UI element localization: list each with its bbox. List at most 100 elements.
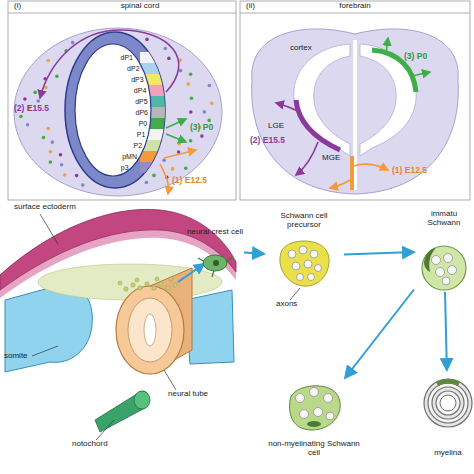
neural-crest-dots [166, 286, 170, 290]
migrating-cell-dot [63, 173, 67, 177]
non-myelinating-schwann-cell [307, 421, 321, 427]
migrating-cell-dot [60, 163, 64, 167]
schwann-cell-precursor [288, 246, 322, 281]
figure-label: spinal cord [121, 2, 160, 11]
migration-arrow [40, 30, 196, 194]
migrating-cell-dot [208, 84, 212, 88]
migration-arrow [296, 142, 318, 175]
cell-stage-node: myelina [422, 370, 474, 458]
migrating-cell-dot [59, 153, 63, 157]
non-myelinating-schwann-cell [296, 388, 335, 421]
neural-crest-dots [169, 277, 173, 281]
leader-line [32, 214, 300, 440]
cell-stage-node: non-myelinating Schwann cell [268, 378, 360, 458]
cell-stage-node: neural crest cell [186, 228, 244, 274]
non-myelinating-schwann-cell [290, 386, 341, 430]
progenitor-domain [140, 162, 170, 173]
myelinating-schwann-cell [436, 391, 460, 415]
non-myelinating-schwann-cell [300, 410, 309, 419]
forebrain-section [350, 156, 354, 190]
neural-crest-dots [173, 283, 177, 287]
progenitor-domain [140, 52, 170, 63]
cell-stage-label: myelina [434, 449, 462, 458]
migration-arrow [386, 38, 388, 54]
neural-crest-dots [131, 283, 135, 287]
figure-label: pMN [122, 153, 137, 161]
spinal-cord-section [14, 28, 222, 196]
neural-crest-dots [135, 278, 139, 282]
figure-label: (i) [14, 2, 21, 11]
progenitor-domain [140, 151, 170, 162]
forebrain-section [252, 29, 459, 194]
migrating-cell-dot [145, 181, 149, 185]
figure-label: dP3 [131, 76, 143, 84]
migrating-cell-dot [178, 142, 182, 146]
figure-label: dP2 [127, 65, 139, 73]
migrating-cell-dot [190, 96, 194, 100]
figure-label: (3) P0 [404, 52, 427, 61]
migration-arrow [354, 164, 388, 170]
figure-label: MGE [322, 154, 340, 163]
neural-crest-dots [118, 281, 122, 285]
figure-label: neural tube [168, 390, 208, 399]
cell-stage-node: immatu Schwann [414, 210, 474, 292]
leader-line [32, 346, 58, 356]
panel-frame [240, 1, 470, 200]
neural-crest-dots [152, 286, 156, 290]
figure-label: P0 [139, 120, 148, 128]
migration-arrow [164, 150, 196, 158]
schwann-cell-precursor [304, 260, 312, 268]
non-myelinating-schwann-cell [296, 394, 305, 403]
cell-stage-label: neural crest cell [187, 228, 243, 237]
leader-line [40, 214, 58, 244]
forebrain-section [353, 40, 357, 190]
schwann-cell-precursor [299, 246, 307, 254]
migrating-cell-dot [49, 150, 53, 154]
migrating-cell-dot [33, 91, 37, 95]
neural-crest-dots [159, 282, 163, 286]
schwann-cell-precursor [280, 241, 329, 286]
cell-stage-node: Schwann cell precursor [264, 212, 344, 300]
schwann-cell-precursor [310, 250, 318, 258]
neural-crest-dots [155, 277, 159, 281]
myelinating-schwann-cell [424, 379, 472, 427]
figure-label: P1 [137, 131, 146, 139]
figure-label: P2 [133, 142, 142, 150]
figure-label: (1) E12.5 [392, 166, 427, 175]
migrating-cell-dot [44, 86, 48, 90]
migrating-cell-dot [189, 139, 193, 143]
lineage-arrow [344, 252, 414, 255]
migrating-cell-dot [164, 47, 168, 51]
migrating-cell-dot [75, 174, 79, 178]
panel-frame [8, 1, 236, 200]
figure-label: surface ectoderm [14, 203, 76, 212]
neural-crest-cell [203, 255, 227, 271]
myelinating-schwann-cell [440, 395, 456, 411]
migrating-cell-dot [145, 38, 149, 42]
migrating-cell-dot [71, 41, 75, 45]
migrating-cell-dot [203, 110, 207, 114]
neural-crest-dots [118, 277, 177, 291]
migration-arrow [330, 180, 350, 188]
lineage-arrow [445, 292, 447, 370]
migrating-cell-dot [207, 119, 211, 123]
figure-label: dP4 [134, 87, 146, 95]
myelinating-schwann-cell [428, 383, 468, 423]
migrating-cell-dot [26, 123, 30, 127]
migration-arrow [40, 30, 179, 98]
migrating-cell-dot [167, 57, 171, 61]
embryo-illustration [0, 209, 236, 290]
forebrain-section [252, 29, 459, 194]
migrating-cell-dot [189, 73, 193, 77]
migrating-cell-dot [200, 134, 204, 138]
schwann-cell-precursor [280, 241, 329, 286]
leader-line [96, 420, 114, 440]
figure-label: (1) E12.5 [172, 176, 207, 185]
figure-label: dP1 [121, 54, 133, 62]
figure-label: notochord [72, 440, 108, 449]
migrating-cell-dot [19, 115, 23, 119]
non-myelinating-schwann-cell [290, 386, 341, 430]
figure-label: (2) E15.5 [250, 136, 285, 145]
migration-arrow [276, 38, 430, 188]
